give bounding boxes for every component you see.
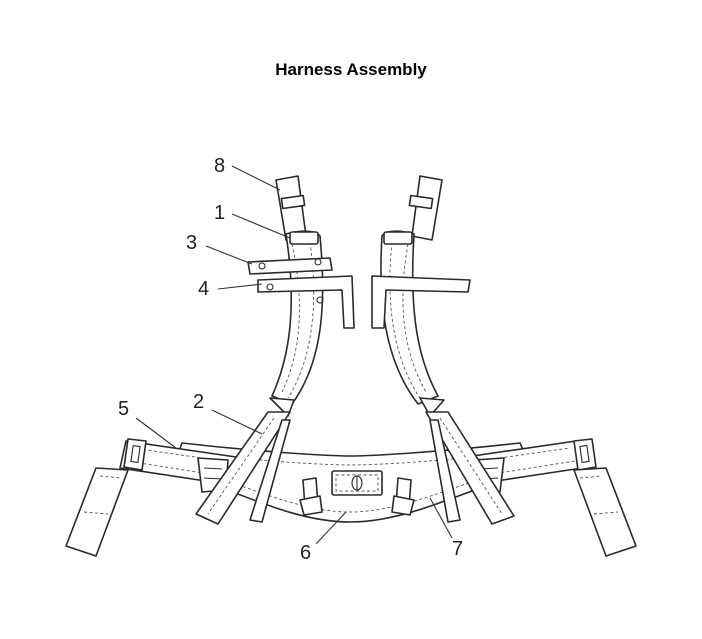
callout-8: 8 (214, 155, 225, 177)
right-shoulder-strap (371, 175, 515, 525)
callout-6: 6 (300, 542, 311, 564)
callouts: 8 1 3 4 5 2 6 7 (118, 155, 463, 564)
diagram-title: Harness Assembly (275, 60, 427, 79)
callout-4: 4 (198, 278, 209, 300)
callout-1: 1 (214, 202, 225, 224)
left-hip-wing (65, 438, 237, 557)
left-shoulder-strap (195, 175, 355, 525)
callout-3: 3 (186, 232, 197, 254)
callout-5: 5 (118, 398, 129, 420)
callout-7: 7 (452, 538, 463, 560)
callout-2: 2 (193, 391, 204, 413)
